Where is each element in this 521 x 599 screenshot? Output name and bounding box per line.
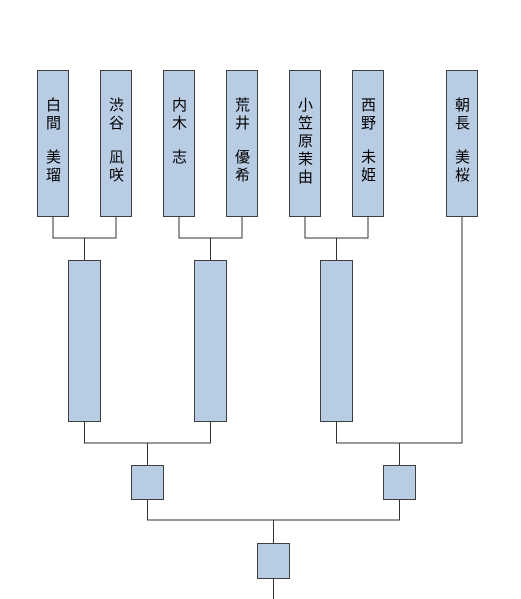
connector-r2-a bbox=[84, 421, 211, 465]
connector-r1-c bbox=[304, 216, 369, 260]
entrant-box-shibuya: 渋谷 凪咲 bbox=[100, 70, 132, 217]
round2-box-2 bbox=[194, 260, 227, 422]
entrant-box-nishino: 西野 未姫 bbox=[352, 70, 384, 217]
connector-r3 bbox=[147, 499, 400, 543]
connector-r1-a bbox=[52, 216, 117, 260]
entrant-box-shiroma: 白間 美瑠 bbox=[37, 70, 69, 217]
entrant-surname: 渋谷 bbox=[107, 97, 125, 133]
entrant-box-arai: 荒井 優希 bbox=[226, 70, 258, 217]
entrant-box-ogasawara: 小笠原茉由 bbox=[289, 70, 321, 217]
champion-box bbox=[257, 543, 290, 579]
semifinal-box-2 bbox=[383, 465, 416, 500]
entrant-surname: 内木 bbox=[170, 97, 188, 133]
connector-r2-b bbox=[336, 216, 463, 465]
entrant-given-name: 志 bbox=[170, 149, 188, 167]
entrant-surname: 白間 bbox=[44, 97, 62, 133]
entrant-surname: 西野 bbox=[359, 97, 377, 133]
entrant-given-name: 凪咲 bbox=[107, 149, 125, 185]
entrant-surname: 朝長 bbox=[453, 97, 471, 133]
round2-box-3 bbox=[320, 260, 353, 422]
entrant-surname: 荒井 bbox=[233, 97, 251, 133]
round2-box-1 bbox=[68, 260, 101, 422]
semifinal-box-1 bbox=[131, 465, 164, 500]
entrant-given-name: 美桜 bbox=[453, 149, 471, 185]
connector-r1-b bbox=[178, 216, 243, 260]
entrant-given-name: 優希 bbox=[233, 149, 251, 185]
entrant-box-tomonaga: 朝長 美桜 bbox=[446, 70, 478, 217]
entrant-given-name: 未姫 bbox=[359, 149, 377, 185]
entrant-full-name: 小笠原茉由 bbox=[296, 97, 314, 187]
entrant-box-naiki: 内木 志 bbox=[163, 70, 195, 217]
entrant-given-name: 美瑠 bbox=[44, 149, 62, 185]
